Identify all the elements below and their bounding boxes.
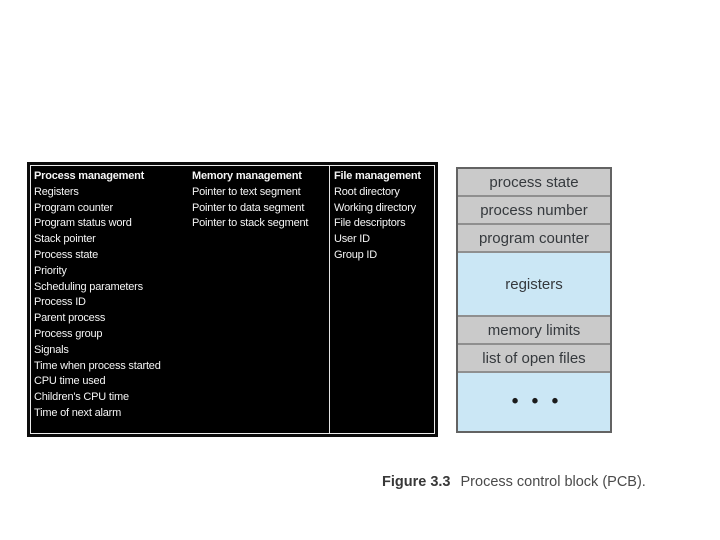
pcb-row-process-number: process number (458, 195, 610, 223)
figure-caption: Figure 3.3 Process control block (PCB). (382, 474, 646, 490)
table-row: Pointer to stack segment (192, 217, 309, 230)
table-row: Working directory (334, 201, 416, 214)
column-header-file-management: File management (334, 170, 421, 182)
table-row: Pointer to text segment (192, 185, 301, 198)
memory-management-column: Memory management Pointer to text segmen… (189, 166, 329, 433)
pcb-row-process-state: process state (458, 169, 610, 195)
table-row: Pointer to data segment (192, 201, 305, 214)
pcb-row-list-of-open-files: list of open files (458, 343, 610, 371)
table-row: Process group (34, 327, 103, 340)
table-row: CPU time used (34, 375, 106, 388)
pcb-row-registers: registers (458, 251, 610, 315)
file-management-column: File management Root directory Working d… (329, 166, 434, 433)
table-row: Signals (34, 343, 69, 356)
process-table: Process management Registers Program cou… (27, 162, 438, 437)
pcb-row-memory-limits: memory limits (458, 315, 610, 343)
table-row: Priority (34, 264, 67, 277)
table-row: Program status word (34, 217, 132, 230)
table-row: Root directory (334, 185, 400, 198)
table-row: Scheduling parameters (34, 280, 143, 293)
table-row: File descriptors (334, 217, 406, 230)
column-header-memory-management: Memory management (192, 170, 302, 182)
table-row: Group ID (334, 248, 378, 261)
pcb-row-ellipsis: • • • (458, 371, 610, 431)
pcb-row-program-counter: program counter (458, 223, 610, 251)
table-row: Program counter (34, 201, 113, 214)
figure-caption-text: Process control block (PCB). (460, 473, 646, 490)
process-management-column: Process management Registers Program cou… (31, 166, 189, 433)
table-row: User ID (334, 233, 370, 246)
table-row: Time of next alarm (34, 406, 122, 419)
column-header-process-management: Process management (34, 170, 145, 182)
pcb-diagram: process state process number program cou… (456, 167, 612, 433)
process-table-grid: Process management Registers Program cou… (30, 165, 435, 434)
figure-caption-label: Figure 3.3 (382, 473, 451, 490)
table-row: Children's CPU time (34, 391, 129, 404)
table-row: Stack pointer (34, 233, 96, 246)
table-row: Time when process started (34, 359, 161, 372)
table-row: Process ID (34, 296, 86, 309)
table-row: Registers (34, 185, 79, 198)
table-row: Parent process (34, 312, 106, 325)
table-row: Process state (34, 248, 99, 261)
